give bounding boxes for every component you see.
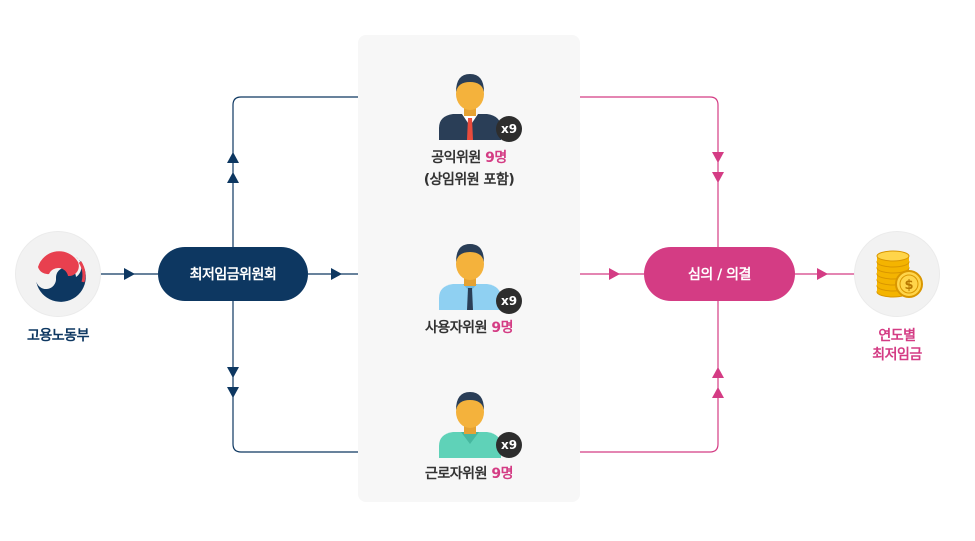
count-badge: x9 xyxy=(496,116,522,142)
pink-arrow-right-2 xyxy=(817,268,828,280)
navy-arrow-down-1 xyxy=(227,367,239,378)
coins-icon: $ xyxy=(876,250,923,298)
ministry-label: 고용노동부 xyxy=(27,328,89,344)
employer-member-label: 사용자위원 9명 xyxy=(358,318,580,338)
pink-line-top-branch xyxy=(580,96,719,247)
pink-arrow-up-1 xyxy=(712,367,724,378)
member-count: 9명 xyxy=(491,466,513,482)
member-role: 공익위원 xyxy=(431,150,486,166)
public-member-note: (상임위원 포함) xyxy=(423,172,515,188)
result-label-line2: 최저임금 xyxy=(872,347,922,363)
svg-text:$: $ xyxy=(904,278,913,293)
person-suit-icon xyxy=(439,74,501,140)
result-label-line1: 연도별 xyxy=(878,328,916,344)
deliberation-label: 심의 / 의결 xyxy=(688,267,751,283)
navy-arrow-up-2 xyxy=(227,172,239,183)
navy-line-up-branch xyxy=(232,96,358,247)
pink-arrow-up-2 xyxy=(712,387,724,398)
navy-arrow-right-2 xyxy=(331,268,342,280)
worker-member-label: 근로자위원 9명 xyxy=(358,464,580,484)
person-employer-icon xyxy=(439,244,501,310)
navy-line-down-branch xyxy=(232,301,358,453)
commission-node: 최저임금위원회 xyxy=(158,247,308,301)
navy-arrow-down-2 xyxy=(227,387,239,398)
navy-arrow-up-1 xyxy=(227,152,239,163)
person-worker-icon xyxy=(439,392,501,458)
navy-arrow-right-1 xyxy=(124,268,135,280)
public-member-label: 공익위원 9명 xyxy=(358,148,580,168)
count-badge: x9 xyxy=(496,432,522,458)
result-emblem: $ xyxy=(855,232,939,316)
pink-arrow-right-1 xyxy=(609,268,620,280)
member-role: 사용자위원 xyxy=(425,320,492,336)
ministry-emblem xyxy=(16,232,100,316)
pink-line-bottom-branch xyxy=(580,301,719,453)
count-badge: x9 xyxy=(496,288,522,314)
member-count: 9명 xyxy=(485,150,507,166)
commission-label: 최저임금위원회 xyxy=(189,267,277,283)
deliberation-node: 심의 / 의결 xyxy=(644,247,795,301)
member-count: 9명 xyxy=(491,320,513,336)
pink-arrow-down-2 xyxy=(712,172,724,183)
pink-arrow-down-1 xyxy=(712,152,724,163)
taeguk-icon xyxy=(36,251,86,302)
member-role: 근로자위원 xyxy=(425,466,492,482)
